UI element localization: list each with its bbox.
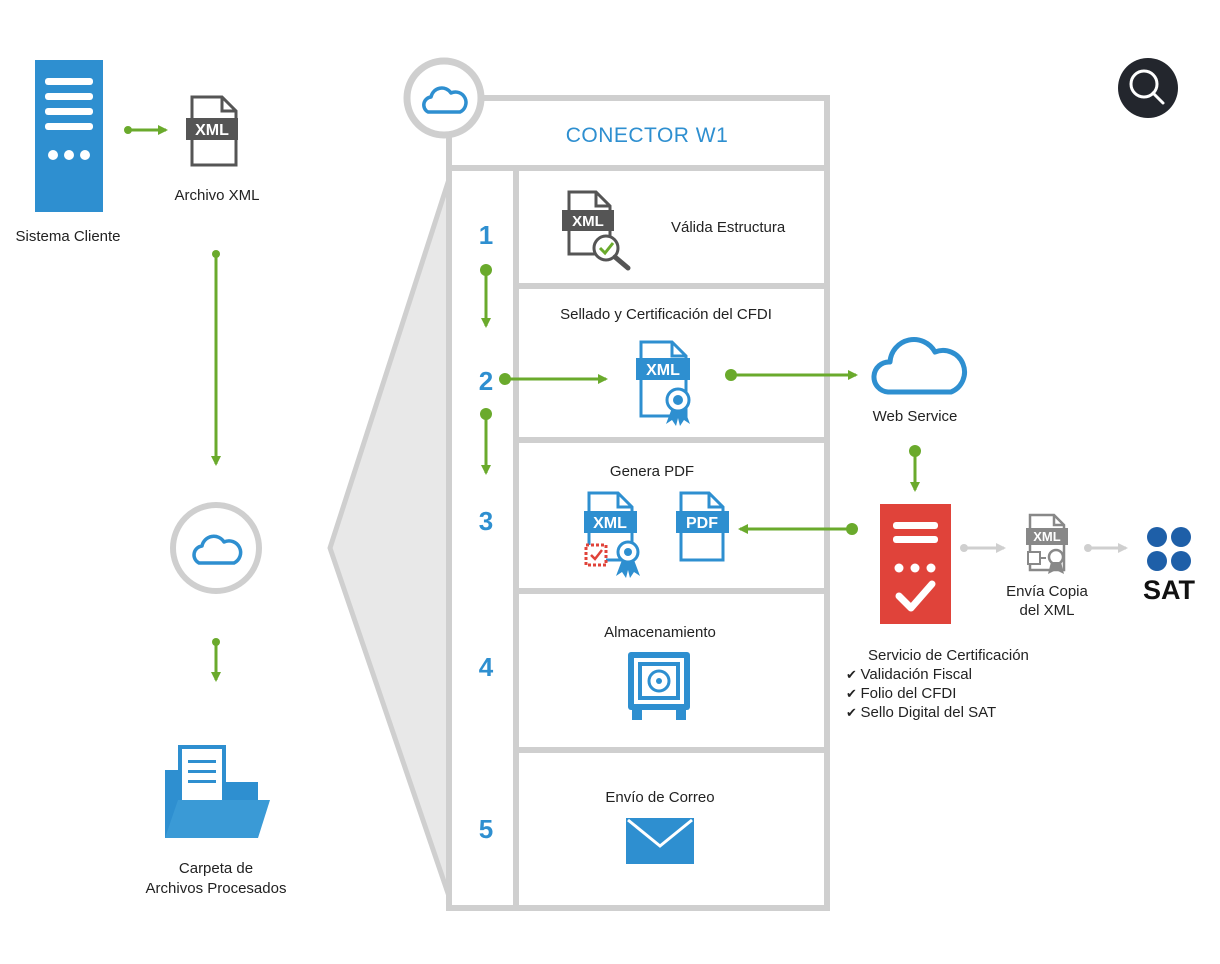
step-2-number: 2	[478, 366, 494, 396]
step-2-label: Sellado y Certificación del CFDI	[560, 306, 772, 323]
search-button[interactable]	[1118, 58, 1178, 118]
step-1-number: 1	[478, 220, 494, 250]
xml-seal-icon-text: XML	[646, 362, 680, 379]
arrow-step2-to-step3	[480, 408, 492, 475]
connector-title: CONECTOR W1	[565, 124, 729, 147]
arrow-step2-to-seal	[499, 373, 608, 385]
arrow-xml-to-cloud	[211, 250, 221, 466]
xml-copy-icon-text: XML	[1033, 529, 1061, 544]
step-1-label: Válida Estructura	[671, 219, 786, 236]
pdf-file-icon-text: PDF	[686, 515, 718, 532]
pdf-file-icon: PDF	[676, 491, 729, 562]
cloud-circle-icon	[170, 502, 262, 594]
arrow-certification-to-copy	[960, 543, 1006, 553]
envelope-icon	[626, 818, 694, 864]
arrow-cloud-to-folder	[211, 638, 221, 682]
connector-frame	[327, 95, 830, 911]
arrow-client-to-xml	[124, 125, 168, 135]
arrow-seal-to-webservice	[725, 369, 858, 381]
step-3-number: 3	[478, 506, 494, 536]
server-icon	[35, 60, 103, 212]
xml-stamp-icon: XML	[584, 491, 640, 578]
step-3-label: Genera PDF	[609, 463, 695, 480]
connector-cloud-badge	[403, 57, 485, 139]
envia-copia-label-line1: Envía Copia	[1006, 583, 1088, 600]
arrow-certification-to-pdf	[738, 523, 858, 535]
web-service-cloud-icon	[871, 337, 968, 395]
carpeta-label-line2: Archivos Procesados	[145, 880, 287, 897]
folder-icon	[165, 745, 270, 838]
xml-stamp-icon-text: XML	[593, 515, 627, 532]
arrow-step1-to-step2	[480, 264, 492, 328]
carpeta-label-line1: Carpeta de	[178, 860, 254, 877]
xml-copy-icon: XML	[1026, 513, 1068, 574]
certification-server-icon	[880, 504, 951, 624]
archivo-xml-label: Archivo XML	[174, 187, 260, 204]
arrow-webservice-to-certification	[909, 445, 921, 492]
servicio-title: Servicio de Certificación	[868, 647, 1029, 664]
servicio-item-sello: Sello Digital del SAT	[846, 703, 1029, 722]
xml-file-icon: XML	[186, 95, 238, 167]
servicio-item-validacion: Validación Fiscal	[846, 665, 1029, 684]
xml-validate-icon-text: XML	[572, 213, 604, 230]
sistema-cliente-label: Sistema Cliente	[15, 228, 121, 245]
safe-icon	[628, 652, 690, 720]
envia-copia-label-line2: del XML	[1019, 602, 1075, 619]
servicio-certificacion-block: Servicio de Certificación Validación Fis…	[846, 646, 1029, 722]
xml-file-icon-text: XML	[195, 122, 229, 139]
step-4-label: Almacenamiento	[604, 624, 716, 641]
step-5-label: Envío de Correo	[605, 789, 715, 806]
servicio-item-folio: Folio del CFDI	[846, 684, 1029, 703]
web-service-label: Web Service	[872, 408, 958, 425]
xml-seal-icon: XML	[636, 340, 691, 426]
sat-logo-text: SAT	[1143, 575, 1196, 605]
step-4-number: 4	[478, 652, 494, 682]
search-icon	[1129, 69, 1165, 105]
step-5-number: 5	[478, 814, 494, 844]
xml-validate-icon: XML	[562, 190, 631, 271]
arrow-copy-to-sat	[1084, 543, 1128, 553]
sat-logo: SAT	[1143, 527, 1196, 605]
